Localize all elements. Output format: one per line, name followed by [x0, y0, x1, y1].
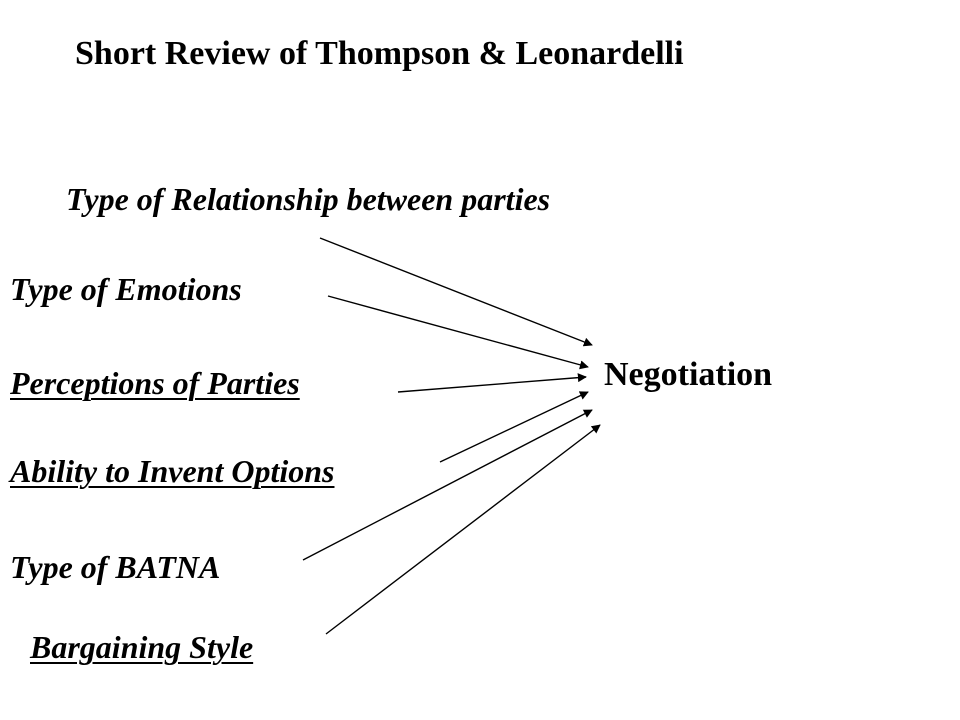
slide-title: Short Review of Thompson & Leonardelli: [75, 35, 684, 72]
arrow-emotions: [327, 295, 589, 370]
arrow-perceptions: [397, 373, 587, 393]
arrow-invent-options: [439, 391, 589, 463]
factor-batna: Type of BATNA: [10, 549, 221, 585]
arrow-bargaining-style: [325, 424, 601, 635]
factor-relationship: Type of Relationship between parties: [66, 181, 551, 217]
arrow-relationship: [319, 237, 593, 347]
factor-emotions: Type of Emotions: [10, 271, 242, 307]
factor-perceptions: Perceptions of Parties: [10, 365, 300, 401]
arrow-batna: [302, 409, 593, 561]
factor-invent-options: Ability to Invent Options: [10, 453, 335, 489]
factor-bargaining-style: Bargaining Style: [30, 629, 254, 665]
negotiation-node: Negotiation: [604, 356, 773, 393]
